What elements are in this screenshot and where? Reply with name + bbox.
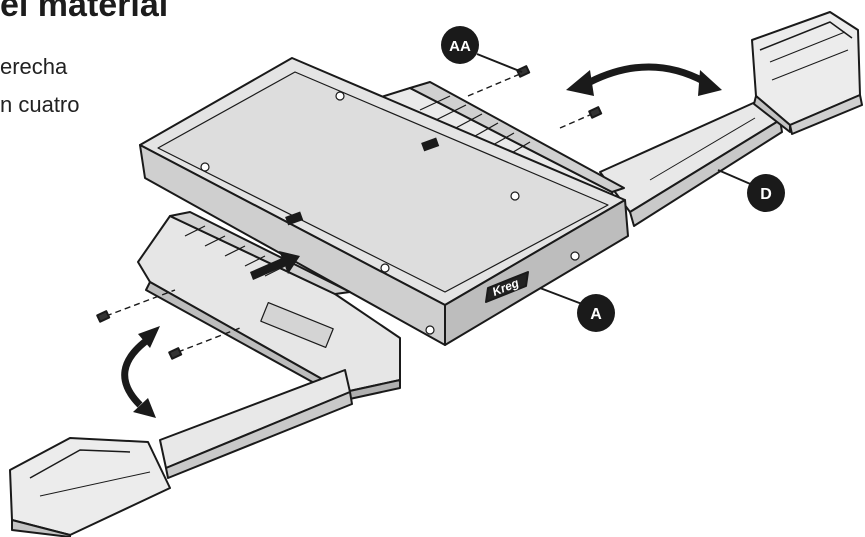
callout-aa-label: AA: [449, 38, 471, 55]
main-base-part-a: [139, 57, 629, 346]
assembly-arrow: [250, 251, 300, 280]
callout-a: A: [577, 294, 615, 332]
rotate-arrow-top: [566, 63, 722, 96]
instruction-line-2: n cuatro: [0, 92, 80, 117]
rotate-arrow-left: [121, 326, 160, 418]
right-arm-part-d: [599, 11, 863, 227]
instruction-line-1: erecha: [0, 54, 68, 79]
callout-a-label: A: [590, 306, 602, 323]
screw-aa-lower: [559, 106, 603, 129]
section-heading: el material: [0, 0, 169, 24]
callout-d: D: [747, 174, 785, 212]
leader-d: [717, 169, 756, 187]
leader-aa: [476, 53, 523, 73]
instruction-text: erecha n cuatro: [0, 48, 80, 124]
leader-a: [539, 287, 583, 305]
screw-left-upper: [96, 289, 176, 323]
screw-aa-upper: [467, 65, 531, 97]
callout-d-label: D: [760, 186, 772, 203]
screw-left-lower: [168, 327, 241, 360]
callout-aa: AA: [441, 26, 479, 64]
left-arm-part: [9, 369, 353, 537]
